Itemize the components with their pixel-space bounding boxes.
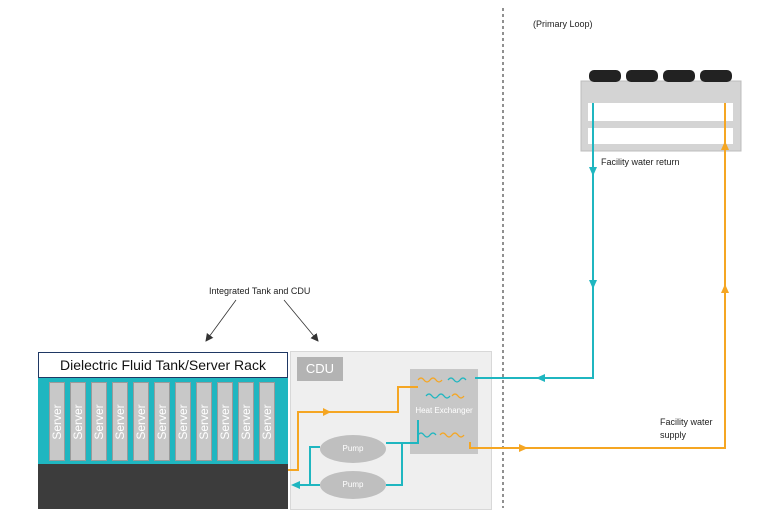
facility-return-label: Facility water return	[601, 157, 680, 167]
server-slot: Server	[91, 382, 107, 461]
facility-supply-label: Facility water supply	[660, 417, 713, 440]
cold-arrow-1	[291, 481, 300, 489]
server-slot: Server	[49, 382, 65, 461]
server-slot: Server	[175, 382, 191, 461]
heat-exchanger-label: Heat Exchanger	[415, 406, 473, 415]
server-slot: Server	[112, 382, 128, 461]
integrated-label: Integrated Tank and CDU	[209, 286, 311, 296]
integrated-arrow-right	[283, 299, 319, 342]
fan-icon	[589, 70, 732, 82]
integrated-arrow-left	[205, 299, 237, 342]
tank-base	[38, 464, 288, 509]
cold-fluid-pipe	[296, 420, 419, 486]
return-arrow-2	[589, 280, 597, 289]
supply-arrow-1	[519, 444, 528, 452]
supply-arrow-3	[721, 141, 729, 150]
heat-exchanger	[410, 369, 478, 454]
server-slot: Server	[70, 382, 86, 461]
pump-bottom: Pump	[320, 471, 386, 499]
server-slot: Server	[217, 382, 233, 461]
facility-supply-pipe	[469, 103, 726, 449]
supply-arrow-2	[721, 284, 729, 293]
pump-top: Pump	[320, 435, 386, 463]
hot-arrow-1	[323, 408, 331, 416]
hot-fluid-pipe	[288, 386, 418, 471]
server-slot: Server	[154, 382, 170, 461]
server-slot: Server	[259, 382, 275, 461]
cdu-title: CDU	[297, 357, 343, 381]
primary-loop-label: (Primary Loop)	[533, 19, 593, 29]
server-slot: Server	[238, 382, 254, 461]
server-slot: Server	[133, 382, 149, 461]
dry-cooler	[580, 70, 742, 152]
return-arrow-3	[536, 374, 545, 382]
tank-title: Dielectric Fluid Tank/Server Rack	[38, 352, 288, 378]
facility-return-pipe	[475, 103, 594, 379]
heat-exchanger-coils	[417, 377, 467, 438]
return-arrow-1	[589, 167, 597, 176]
server-slot: Server	[196, 382, 212, 461]
